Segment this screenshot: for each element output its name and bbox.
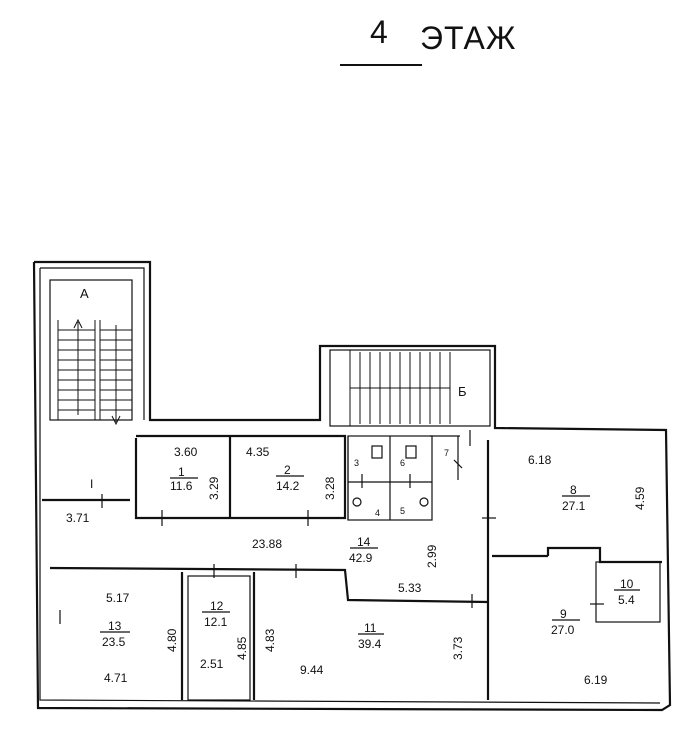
- room-12-area: 12.1: [204, 615, 228, 629]
- floor-word: ЭТАЖ: [420, 20, 517, 56]
- stair-b-label: Б: [458, 384, 467, 399]
- room-7-number: 7: [444, 448, 449, 458]
- dim-6-19: 6.19: [584, 673, 608, 687]
- room-9-number: 9: [560, 607, 567, 621]
- wc-fixtures: [352, 445, 429, 507]
- room-2-area: 14.2: [276, 479, 300, 493]
- room-11-number: 11: [364, 621, 377, 635]
- dim-4-85: 4.85: [235, 636, 249, 660]
- dim-2-99: 2.99: [425, 544, 439, 568]
- dim-3-29: 3.29: [207, 476, 221, 500]
- floor-number: 4: [370, 14, 388, 50]
- floor-number-underline: [340, 64, 422, 66]
- outer-walls: [32, 260, 672, 712]
- dim-4-83: 4.83: [263, 628, 277, 652]
- room-1-area: 11.6: [170, 479, 193, 493]
- room-3-number: 3: [354, 458, 359, 468]
- dim-4-35: 4.35: [246, 445, 270, 459]
- room-13-number: 13: [108, 619, 122, 633]
- dim-23-88: 23.88: [252, 537, 282, 551]
- room-14-number: 14: [357, 535, 371, 549]
- dim-3-60: 3.60: [174, 445, 198, 459]
- room-4-number: 4: [375, 508, 380, 518]
- room-5-number: 5: [400, 506, 405, 516]
- dim-5-17: 5.17: [106, 591, 130, 605]
- room-10-number: 10: [620, 577, 634, 591]
- dim-4-71: 4.71: [104, 671, 128, 685]
- room-labels: 1 11.6 2 14.2 3 4 5 6 7 8 27.1 9 27.0 10…: [90, 448, 640, 651]
- room-8-area: 27.1: [562, 499, 586, 513]
- room-14-area: 42.9: [349, 551, 373, 565]
- corridor-label: I: [90, 477, 93, 491]
- room-2-number: 2: [284, 463, 291, 477]
- dim-6-18: 6.18: [528, 453, 552, 467]
- room-1-number: 1: [178, 465, 185, 479]
- dim-4-80: 4.80: [165, 628, 179, 652]
- dimensions: 3.60 3.29 4.35 3.28 6.18 4.59 3.71 23.88…: [66, 445, 647, 687]
- room-9-area: 27.0: [551, 623, 575, 637]
- door-marks: [59, 430, 604, 624]
- dim-4-59: 4.59: [633, 486, 647, 510]
- room-11-area: 39.4: [358, 637, 382, 651]
- room-10-area: 5.4: [618, 593, 635, 607]
- dim-3-73: 3.73: [451, 636, 465, 660]
- room-6-number: 6: [400, 458, 405, 468]
- dim-3-71: 3.71: [66, 511, 90, 525]
- room-8-number: 8: [570, 483, 577, 497]
- stair-a-label: А: [80, 286, 89, 301]
- stair-b: Б: [329, 349, 491, 427]
- stair-a: А: [49, 279, 133, 426]
- dim-9-44: 9.44: [300, 663, 324, 677]
- room-13-area: 23.5: [102, 635, 126, 649]
- dim-2-51: 2.51: [200, 657, 224, 671]
- dim-3-28: 3.28: [323, 476, 337, 500]
- dim-5-33: 5.33: [398, 581, 422, 595]
- floor-title: 4 ЭТАЖ: [340, 14, 540, 66]
- room-12-number: 12: [210, 599, 224, 613]
- interior-walls: [42, 434, 662, 701]
